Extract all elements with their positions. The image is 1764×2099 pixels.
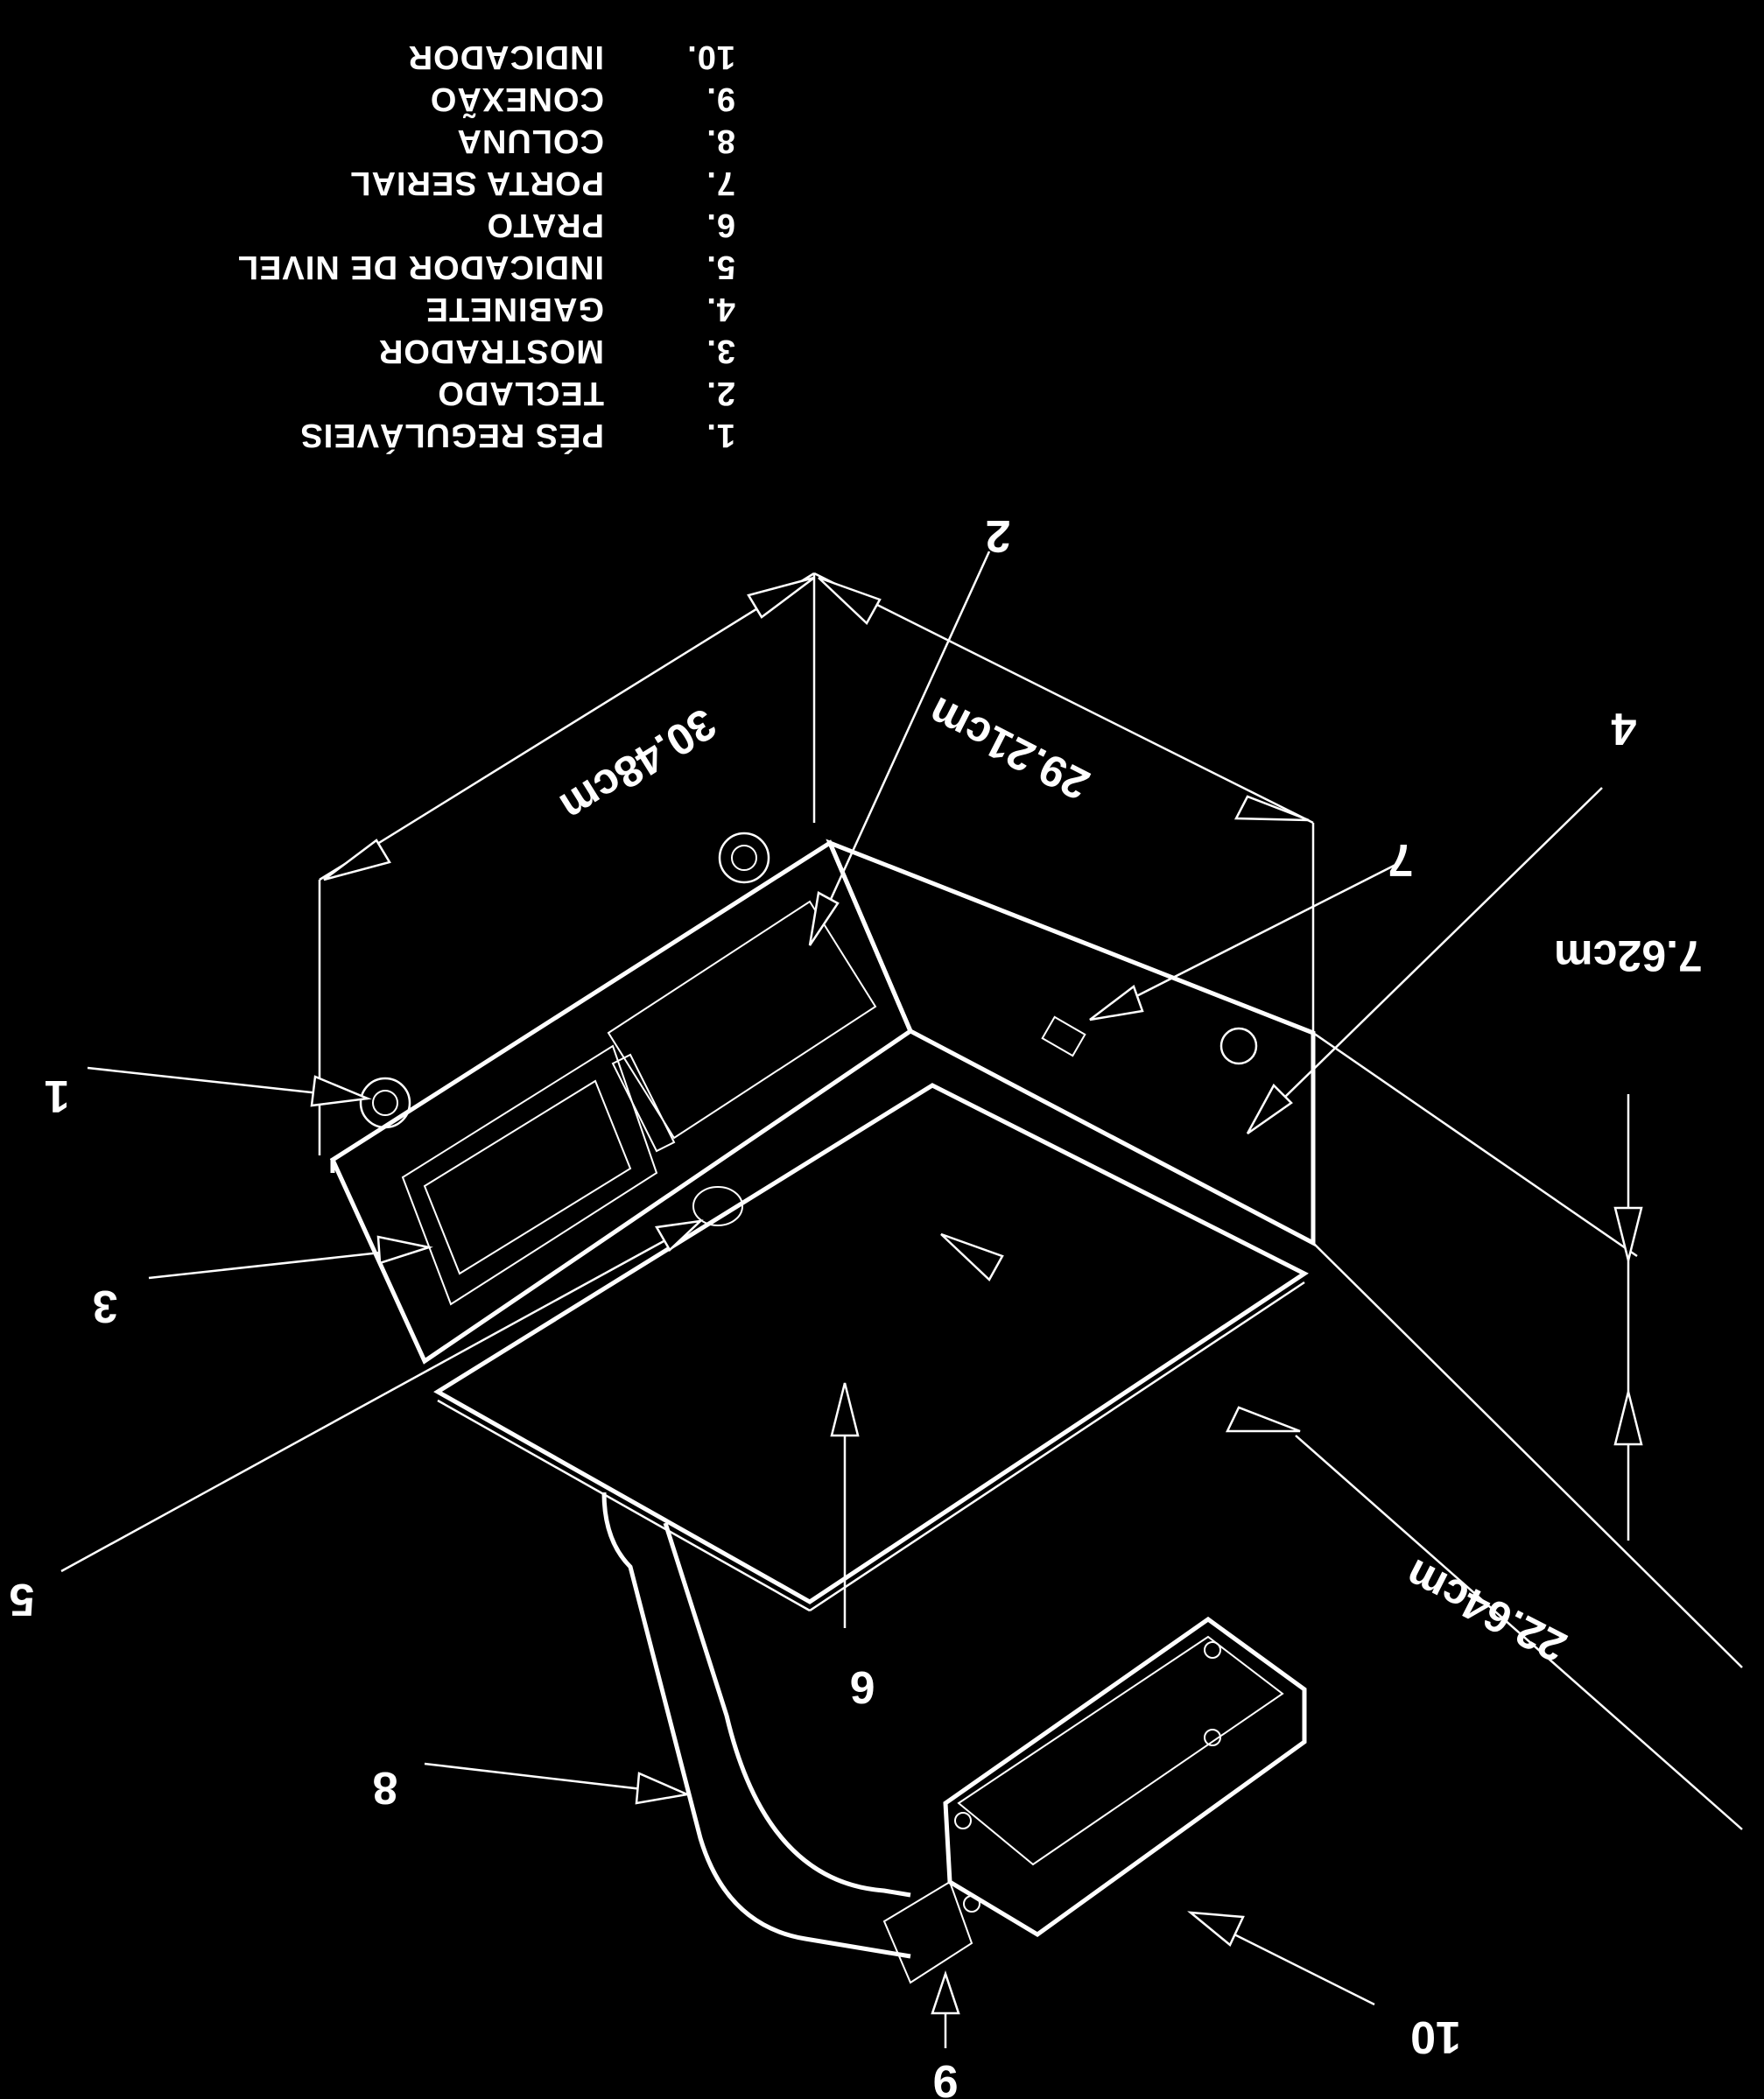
serial-port-shape: [1041, 1015, 1086, 1057]
callout-3: 3: [93, 1281, 118, 1331]
dimension-arrows: [323, 576, 1643, 1446]
callout-2: 2: [986, 510, 1011, 561]
leader-lines: [60, 551, 1603, 2048]
dimension-lines: [318, 572, 1743, 1830]
callout-7: 7: [1388, 834, 1414, 885]
dimension-height: 7.62cm: [1554, 931, 1703, 980]
callout-9: 9: [933, 2055, 959, 2099]
dimension-length: 22.64cm: [1398, 1549, 1574, 1672]
dimension-depth: 29.21cm: [921, 687, 1097, 810]
callout-4: 4: [1611, 703, 1636, 754]
callout-8: 8: [373, 1762, 398, 1813]
callout-5: 5: [10, 1574, 35, 1625]
scale-body: [329, 839, 1316, 1365]
callout-10: 10: [1410, 2011, 1461, 2062]
callout-1: 1: [45, 1071, 70, 1121]
adjustable-feet: [359, 832, 1258, 1129]
indicator-shape: [882, 1616, 1307, 1984]
column-shape: [601, 1492, 911, 1959]
callout-6: 6: [850, 1661, 875, 1712]
weighing-plate: [433, 1083, 1309, 1612]
